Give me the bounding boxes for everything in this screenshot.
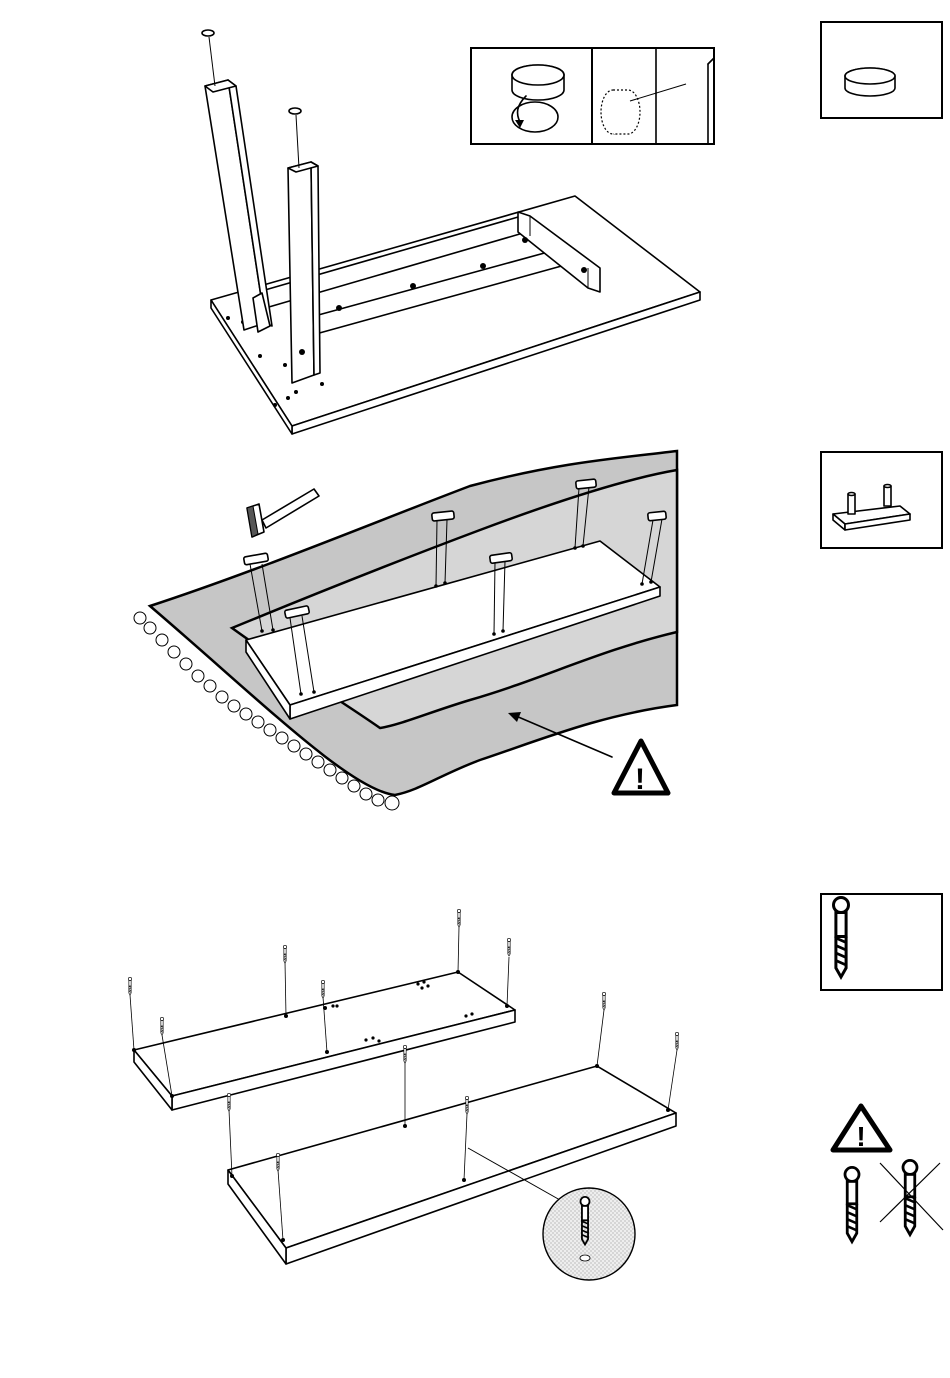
felt-pad-icon bbox=[512, 65, 564, 100]
rail-screw bbox=[410, 283, 416, 289]
hammer-icon bbox=[247, 489, 319, 537]
warning-symbol: ! bbox=[635, 763, 645, 796]
table-leg-left bbox=[205, 80, 272, 332]
cam-bolt-correct-icon bbox=[845, 1167, 859, 1241]
glide-detail-inset bbox=[471, 48, 714, 144]
glide-guide-line bbox=[209, 37, 215, 86]
bolt-detail-magnifier bbox=[543, 1188, 635, 1280]
part-box-bolt bbox=[821, 894, 942, 990]
rail-screw bbox=[581, 267, 587, 273]
glide-guide-line bbox=[296, 115, 299, 168]
felt-pad-icon bbox=[845, 68, 895, 96]
warning-triangle-icon: ! bbox=[833, 1106, 890, 1152]
felt-pad-icon bbox=[289, 108, 301, 114]
rail-screw bbox=[522, 237, 528, 243]
rail-screw bbox=[336, 305, 342, 311]
part-box-glide bbox=[821, 22, 942, 118]
felt-pad-icon bbox=[601, 90, 640, 134]
shelf-panel-upper bbox=[134, 972, 515, 1110]
table-top bbox=[211, 196, 700, 426]
warning-triangle-icon: ! bbox=[614, 741, 668, 796]
warning-symbol: ! bbox=[856, 1121, 865, 1152]
table-leg-right bbox=[288, 162, 320, 383]
part-box-bracket bbox=[821, 452, 942, 548]
step-3-bolt-assembly bbox=[128, 909, 678, 1280]
felt-pad-icon bbox=[202, 30, 214, 36]
rail-screw bbox=[480, 263, 486, 269]
step-2-bracket-assembly: ! bbox=[134, 451, 677, 810]
bolt-warning: ! bbox=[833, 1106, 943, 1242]
